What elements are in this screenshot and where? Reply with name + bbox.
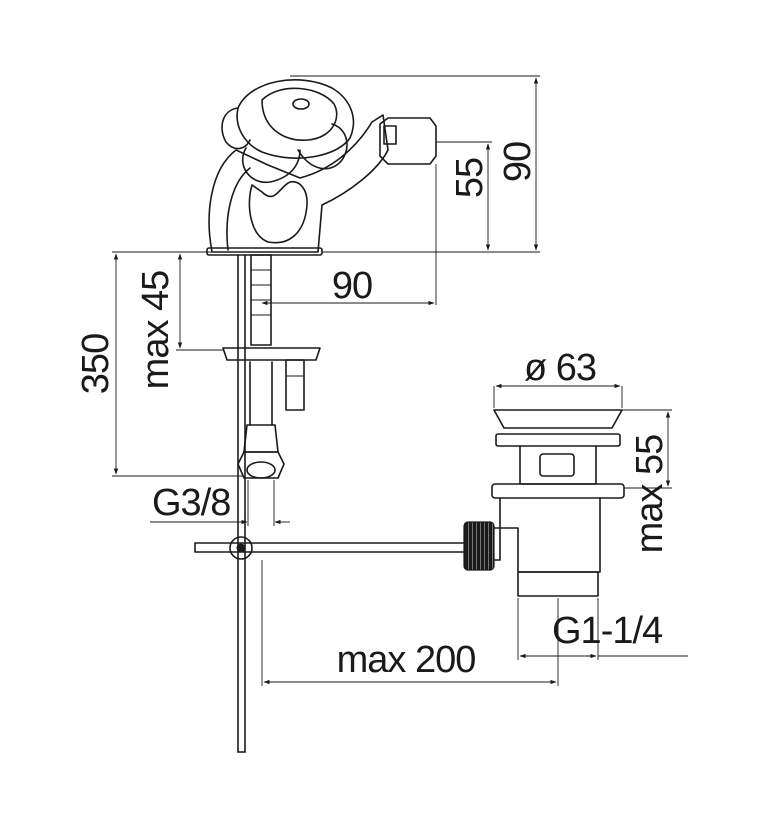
spout-inner-curve	[226, 167, 251, 251]
fixing-nut	[285, 359, 305, 411]
label-inlet-thread: G3/8	[152, 482, 230, 524]
union-hex-nut	[237, 451, 285, 479]
label-rod-max-length: max 200	[337, 639, 476, 681]
handle-top-cap-icon	[292, 98, 310, 110]
handle-dome-outer	[236, 79, 355, 159]
supply-hose	[249, 361, 273, 426]
knurled-knob	[463, 521, 495, 571]
union-nut-face	[246, 461, 276, 479]
linkage-clamp-screw-icon	[236, 543, 246, 553]
label-spout-height: 55	[449, 158, 491, 198]
label-spout-reach: 90	[332, 265, 372, 307]
deck-washer	[222, 347, 321, 361]
waste-slot-icon	[539, 453, 575, 477]
under-deck-assembly	[222, 254, 321, 753]
linkage-rod	[194, 536, 471, 560]
body-cavity	[248, 180, 308, 244]
waste-drain	[463, 409, 625, 597]
linkage-clamp	[229, 536, 253, 560]
dimension-labels: 55 90 90 max 45 350 G3/8 ø 63 max 55 G1-…	[75, 142, 671, 681]
waste-backnut	[491, 483, 625, 499]
hose-ferrule	[243, 424, 279, 453]
handle-petal-front	[241, 147, 301, 183]
mixer-body	[206, 114, 389, 256]
waste-cap	[493, 409, 623, 429]
waste-flange	[495, 433, 621, 447]
mixer-handle	[221, 79, 355, 183]
waste-tail-thread	[517, 571, 599, 597]
waste-body	[499, 497, 601, 573]
label-max-deck-thickness: max 45	[135, 271, 177, 390]
label-waste-max-height: max 55	[629, 435, 671, 554]
label-hose-length: 350	[75, 334, 117, 394]
nozzle-tip	[383, 125, 397, 145]
label-tap-height: 90	[497, 142, 539, 182]
dimension-lines	[112, 75, 688, 686]
waste-stem	[519, 445, 597, 485]
spout-nozzle	[379, 117, 437, 165]
label-waste-thread: G1-1/4	[552, 610, 663, 652]
linkage-rod-bar	[194, 542, 471, 553]
nozzle-outline	[379, 117, 437, 165]
handle-petal-left	[221, 107, 251, 150]
handle-petal-right	[297, 123, 348, 170]
handle-dome-inner	[261, 87, 338, 141]
label-waste-diameter: ø 63	[524, 347, 596, 389]
